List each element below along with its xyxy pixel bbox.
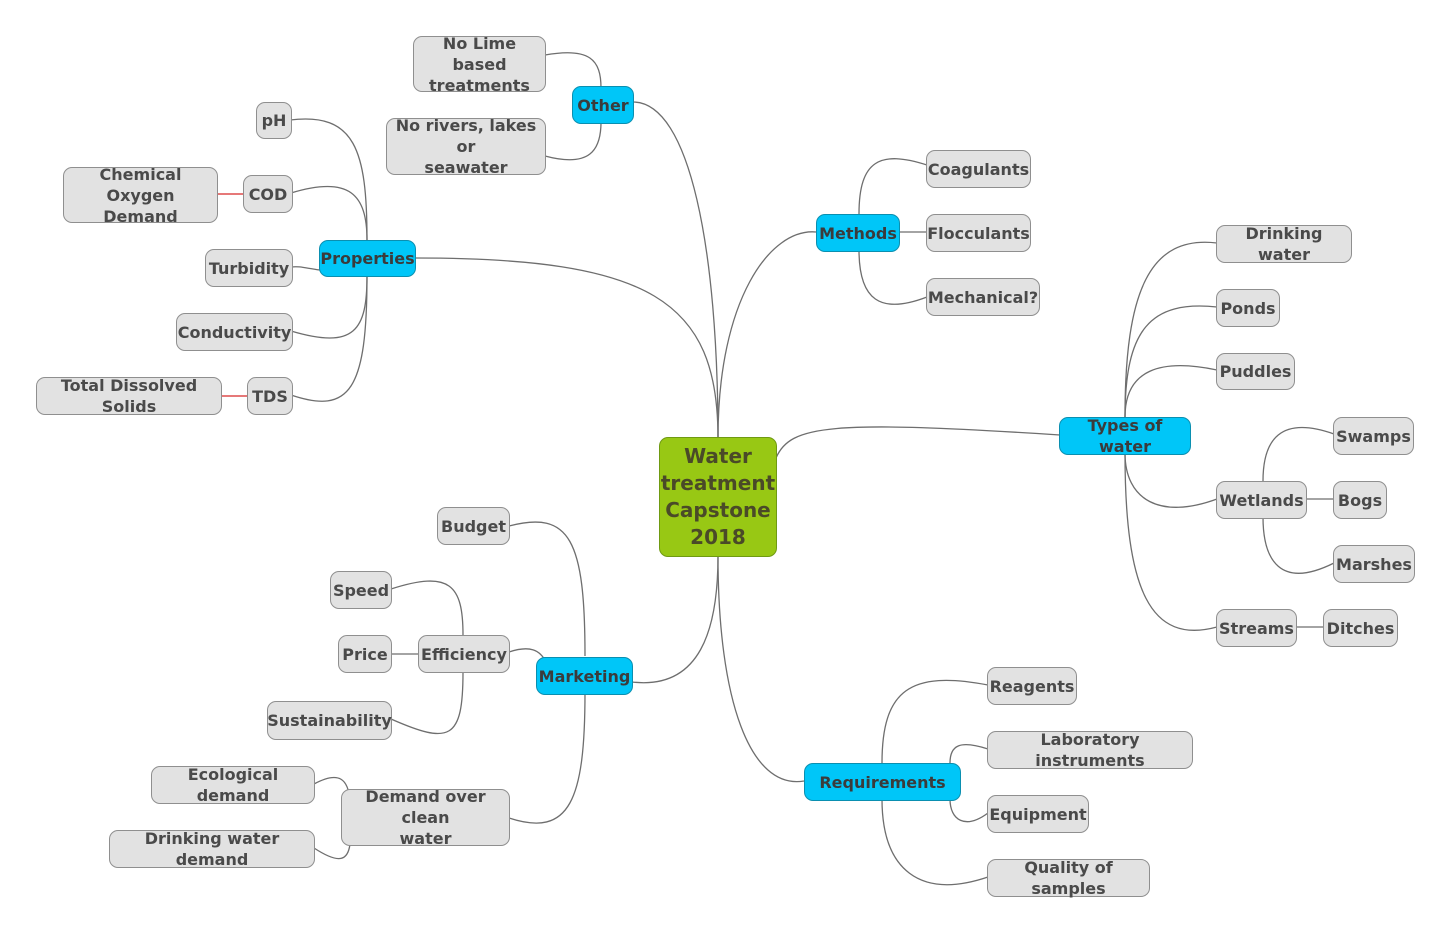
leaf-ecological-demand[interactable]: Ecological demand <box>151 765 315 805</box>
leaf-chemical-oxygen-demand[interactable]: Chemical Oxygen Demand <box>63 165 218 226</box>
branch-other[interactable]: Other <box>572 86 634 124</box>
leaf-speed[interactable]: Speed <box>330 571 392 609</box>
leaf-puddles[interactable]: Puddles <box>1216 353 1295 390</box>
leaf-cod[interactable]: COD <box>243 175 293 213</box>
leaf-efficiency[interactable]: Efficiency <box>418 635 510 673</box>
leaf-wetlands[interactable]: Wetlands <box>1216 481 1307 519</box>
leaf-conductivity[interactable]: Conductivity <box>176 313 293 351</box>
leaf-budget[interactable]: Budget <box>437 507 510 545</box>
branch-marketing[interactable]: Marketing <box>536 657 633 695</box>
branch-properties[interactable]: Properties <box>319 240 416 277</box>
leaf-reagents[interactable]: Reagents <box>987 667 1077 705</box>
leaf-marshes[interactable]: Marshes <box>1333 545 1415 583</box>
leaf-total-dissolved-solids[interactable]: Total Dissolved Solids <box>36 376 222 416</box>
branch-requirements[interactable]: Requirements <box>804 763 961 801</box>
leaf-ponds[interactable]: Ponds <box>1216 289 1280 327</box>
leaf-sustainability[interactable]: Sustainability <box>267 701 392 740</box>
leaf-tds[interactable]: TDS <box>247 377 293 415</box>
leaf-no-lime[interactable]: No Lime based treatments <box>413 34 546 95</box>
leaf-drinking-water-demand[interactable]: Drinking water demand <box>109 829 315 869</box>
leaf-turbidity[interactable]: Turbidity <box>205 249 293 287</box>
leaf-equipment[interactable]: Equipment <box>987 795 1089 833</box>
leaf-drinking-water[interactable]: Drinking water <box>1216 224 1352 264</box>
leaf-swamps[interactable]: Swamps <box>1333 417 1414 455</box>
leaf-ph[interactable]: pH <box>256 102 292 139</box>
leaf-no-rivers[interactable]: No rivers, lakes or seawater <box>386 116 546 177</box>
branch-methods[interactable]: Methods <box>816 214 900 252</box>
leaf-streams[interactable]: Streams <box>1216 609 1297 647</box>
branch-types-of-water[interactable]: Types of water <box>1059 416 1191 456</box>
leaf-ditches[interactable]: Ditches <box>1323 609 1398 647</box>
leaf-flocculants[interactable]: Flocculants <box>926 214 1031 252</box>
leaf-laboratory-instruments[interactable]: Laboratory instruments <box>987 730 1193 770</box>
root-node[interactable]: Water treatment Capstone 2018 <box>659 437 777 557</box>
leaf-quality-of-samples[interactable]: Quality of samples <box>987 858 1150 898</box>
leaf-bogs[interactable]: Bogs <box>1333 481 1387 519</box>
leaf-demand-over-clean-water[interactable]: Demand over clean water <box>341 787 510 848</box>
leaf-price[interactable]: Price <box>338 635 392 673</box>
leaf-mechanical[interactable]: Mechanical? <box>926 278 1040 316</box>
leaf-coagulants[interactable]: Coagulants <box>926 150 1031 188</box>
